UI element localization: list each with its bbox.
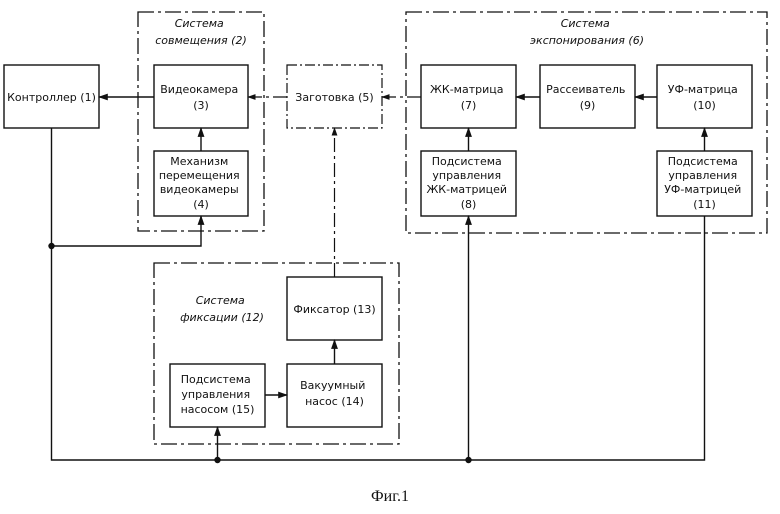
diffuser-block <box>540 65 635 128</box>
controller-to-mechanism-line <box>52 216 202 246</box>
camera-block <box>154 65 248 128</box>
fixation-title-line: фиксации (12) <box>180 311 264 324</box>
figure-caption: Фиг.1 <box>0 488 780 506</box>
combining-title-line: Система <box>175 17 224 30</box>
controller-label: Контроллер (1) <box>7 91 96 104</box>
fixator-label: Фиксатор (13) <box>293 303 375 316</box>
bus-junction-dot <box>48 243 54 249</box>
exposure-title-line: Система <box>561 17 610 30</box>
combining-title-line: совмещения (2) <box>155 34 247 47</box>
lc-matrix-block <box>421 65 516 128</box>
exposure-system-title: Система экспонирования (6) <box>530 17 644 47</box>
uv-matrix-block <box>657 65 752 128</box>
pump-control-label: Подсистема управления насосом (15) <box>181 373 255 416</box>
fixation-system-title: Система фиксации (12) <box>180 294 264 324</box>
bus-junction-dot <box>214 457 220 463</box>
fixation-title-line: Система <box>196 294 245 307</box>
blank-label: Заготовка (5) <box>295 91 373 104</box>
exposure-title-line: экспонирования (6) <box>530 34 644 47</box>
bus-junction-dot <box>465 457 471 463</box>
block-diagram: Система совмещения (2) Система экспониро… <box>0 0 780 490</box>
combining-system-title: Система совмещения (2) <box>155 17 247 47</box>
